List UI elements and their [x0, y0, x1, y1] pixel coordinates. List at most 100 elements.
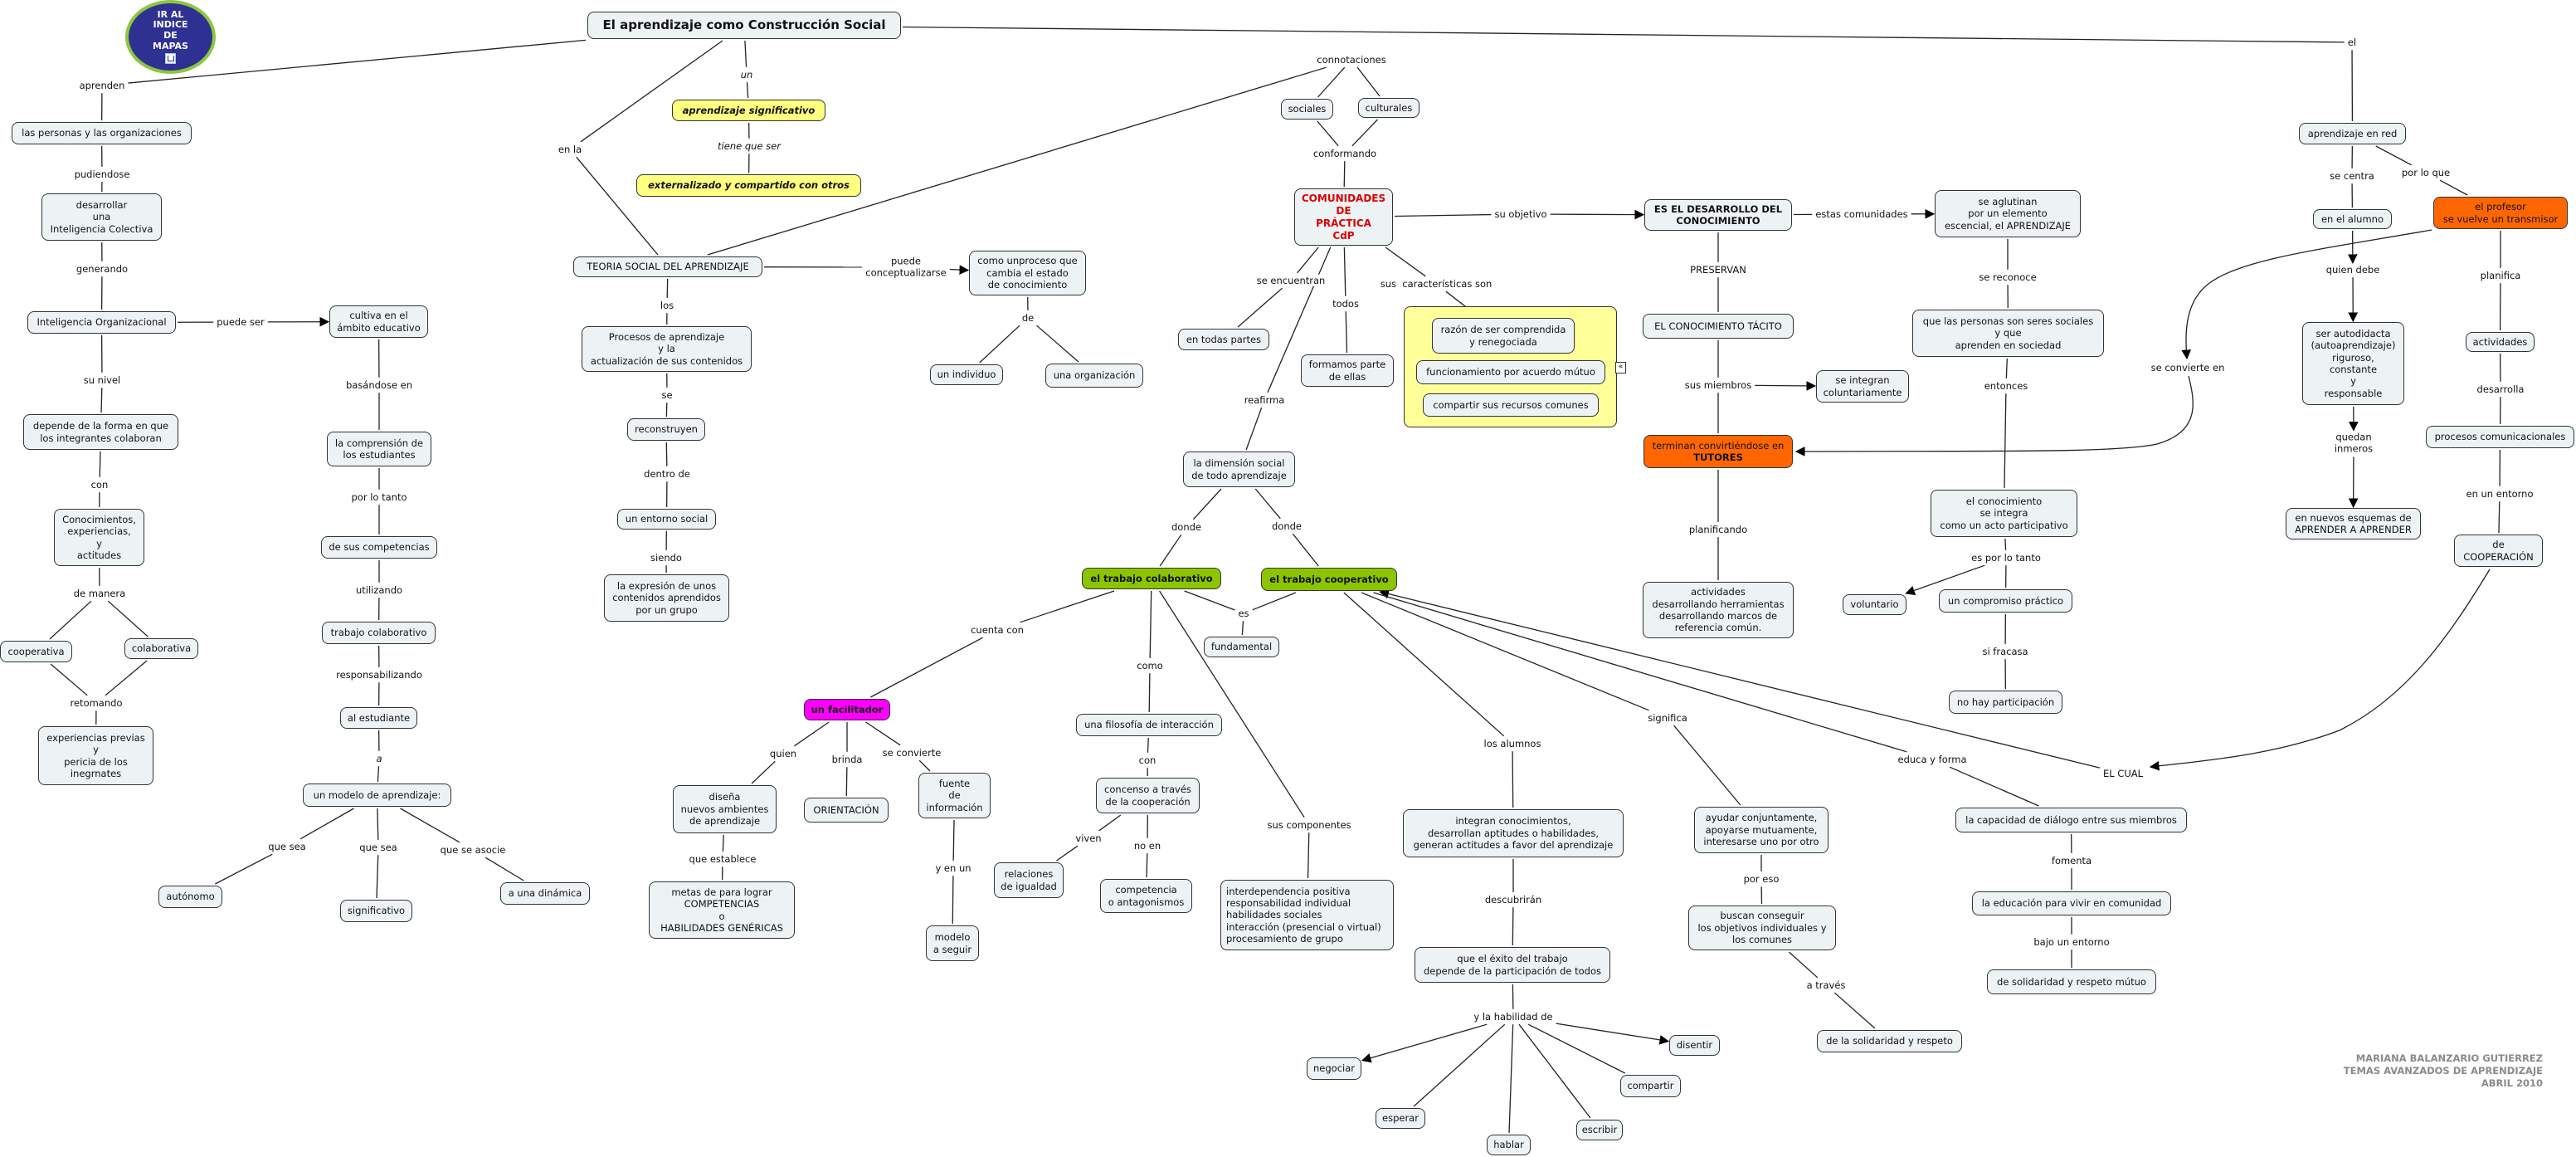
- concept-modelo: un modelo de aprendizaje:: [303, 784, 451, 807]
- concept-cooperativa: cooperativa: [0, 641, 72, 662]
- index-of-maps-button[interactable]: IR AL INDICE DE MAPAS: [125, 0, 216, 74]
- concept-integranvol: se integran coluntariamente: [1816, 370, 1909, 403]
- link-label-quien: quien: [767, 747, 799, 760]
- connection-colab-to-es: [1184, 590, 1235, 611]
- link-label-descubriran: descubrirán: [1483, 893, 1544, 906]
- concept-nohay: no hay participación: [1949, 691, 2062, 714]
- link-label-preservan: PRESERVAN: [1688, 263, 1748, 276]
- concept-text-tutores: terminan convirtiéndose en: [1652, 439, 1785, 452]
- connection-viven-to-relaciones: [1056, 845, 1079, 862]
- link-label-que-se-asocie: que se asocie: [438, 843, 508, 857]
- link-label-basandose: basándose en: [343, 378, 415, 392]
- link-label-un: un: [738, 68, 755, 81]
- connection-culturales-to-conformando: [1351, 119, 1378, 147]
- connection-concenso-to-viven: [1098, 814, 1122, 832]
- connection-se-encuentran-to-todaspartes: [1237, 287, 1283, 328]
- concept-cultiva: cultiva en el ámbito educativo: [329, 305, 428, 338]
- concept-comoproceso: como unproceso que cambia el estado de c…: [969, 251, 1086, 295]
- connection-su-nivel-to-depende: [100, 388, 103, 413]
- concept-competencias: de sus competencias: [321, 536, 437, 559]
- concept-educacion: la educación para vivir en comunidad: [1972, 891, 2171, 915]
- signature-date: ABRIL 2010: [2481, 1076, 2543, 1089]
- link-label-a-traves: a través: [1804, 979, 1848, 992]
- connection-a-to-modelo: [377, 766, 380, 783]
- connection-title-to-un: [744, 40, 747, 67]
- link-label-y-en-un: y en un: [933, 862, 973, 875]
- connection-en-la-to-teoria: [576, 156, 659, 256]
- link-label-fomenta: fomenta: [2049, 854, 2094, 867]
- concept-map-icon: [165, 53, 176, 65]
- connection-el-cual-to-coop: [1379, 588, 2101, 769]
- link-label-brinda: brinda: [830, 753, 864, 766]
- connection-cdp-to-todos: [1343, 247, 1346, 296]
- concept-disentir: disentir: [1669, 1035, 1720, 1056]
- connection-coop-to-educa-y-forma: [1373, 592, 1907, 753]
- connection-sociales-to-conformando: [1317, 120, 1339, 147]
- link-label-su-nivel: su nivel: [81, 373, 123, 387]
- link-label-por-lo-que: por lo que: [2399, 166, 2452, 179]
- link-label-por-lo-tanto: por lo tanto: [349, 491, 409, 504]
- concept-esperar: esperar: [1376, 1108, 1425, 1129]
- connection-coop-to-significa: [1361, 592, 1649, 711]
- connection-a-traves-to-solidaridad: [1833, 992, 1876, 1029]
- concept-compromiso: un compromiso práctico: [1939, 589, 2072, 613]
- link-label-de-manera: de manera: [71, 587, 128, 600]
- concept-tacito: EL CONOCIMIENTO TÁCITO: [1643, 314, 1794, 339]
- connection-que-sea2-to-significativo: [376, 855, 379, 899]
- curve-se-convierte-en-to-tutores: [1794, 375, 2194, 456]
- link-label-por-eso: por eso: [1741, 872, 1781, 886]
- concept-relaciones: relaciones de igualdad: [994, 862, 1064, 898]
- concept-procom: procesos comunicacionales: [2426, 426, 2574, 448]
- concept-seresoc: que las personas son seres sociales y qu…: [1912, 310, 2104, 357]
- connection-cdp-to-su-objetivo: [1394, 213, 1492, 217]
- index-button-label: IR AL INDICE DE MAPAS: [153, 8, 188, 51]
- concept-conoc: Conocimientos, experiencias, y actitudes: [54, 509, 144, 566]
- concept-disena: diseña nuevos ambientes de aprendizaje: [673, 785, 777, 833]
- link-label-de: de: [1020, 311, 1036, 325]
- concept-modeloseguir: modelo a seguir: [926, 925, 979, 961]
- link-label-a: a: [374, 752, 384, 765]
- link-label-con1: con: [89, 478, 110, 491]
- concept-text-tutores-bold: TUTORES: [1693, 452, 1743, 463]
- concept-buscan: buscan conseguir los objetivos individua…: [1688, 906, 1836, 950]
- link-label-aprenden: aprenden: [77, 79, 127, 92]
- concept-trabcol: trabajo colaborativo: [322, 622, 436, 644]
- connection-title-to-el: [902, 26, 2345, 43]
- concept-intcol: desarrollar una Inteligencia Colectiva: [41, 193, 162, 241]
- connection-descubriran-to-exito: [1512, 907, 1514, 946]
- concept-colab: el trabajo colaborativo: [1082, 568, 1221, 589]
- connection-sus-componentes-to-componentes: [1307, 832, 1310, 879]
- concept-aglutinan: se aglutinan por un elemento escencial, …: [1935, 190, 2081, 237]
- concept-title: El aprendizaje como Construcción Social: [587, 12, 901, 39]
- link-label-puede-ser: puede ser: [215, 315, 266, 329]
- connection-de-to-organizacion: [1036, 325, 1079, 363]
- link-label-cuenta-con: cuenta con: [969, 623, 1025, 637]
- link-label-se-convierte: se convierte: [880, 746, 943, 759]
- connection-es-to-fundamental: [1241, 621, 1244, 636]
- concept-colaborativa: colaborativa: [124, 638, 198, 659]
- connection-reconstruyen-to-dentro-de: [665, 442, 668, 466]
- connection-title-to-aprenden: [128, 39, 587, 84]
- connection-coop-to-los-alumnos: [1343, 592, 1505, 737]
- link-label-generando: generando: [74, 262, 130, 276]
- concept-intorg: Inteligencia Organizacional: [27, 311, 176, 334]
- concept-comprension: la comprensión de los estudiantes: [327, 432, 431, 466]
- collapse-group-icon[interactable]: «: [1615, 362, 1626, 373]
- concept-autonomo: autónomo: [158, 886, 222, 908]
- link-label-tiene-que-ser: tiene que ser: [716, 139, 782, 153]
- link-label-no-en: no en: [1132, 839, 1163, 852]
- connection-connotaciones-to-sociales: [1317, 66, 1346, 98]
- concept-teoria: TEORIA SOCIAL DEL APRENDIZAJE: [573, 256, 762, 277]
- link-label-responsabilizando: responsabilizando: [334, 668, 424, 681]
- concept-extern: externalizado y compartido con otros: [636, 174, 861, 197]
- concept-significativo: significativo: [340, 900, 412, 922]
- link-label-todos: todos: [1331, 297, 1361, 310]
- connection-cdp-to-caracteristicas: [1385, 247, 1426, 277]
- connection-facilitador-to-se-convierte: [865, 721, 901, 746]
- link-label-con2: con: [1137, 754, 1158, 767]
- concept-todaspartes: en todas partes: [1178, 329, 1269, 350]
- connection-y-la-habilidad-to-escribir: [1518, 1023, 1591, 1119]
- concept-metas: metas de para lograr COMPETENCIAS o HABI…: [649, 881, 795, 939]
- link-label-estas-comunidades: estas comunidades: [1814, 207, 1910, 221]
